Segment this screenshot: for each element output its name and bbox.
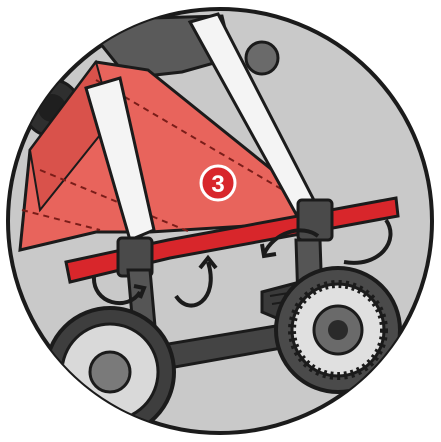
step-number: 3 bbox=[211, 171, 224, 198]
hinge-knob bbox=[246, 42, 278, 74]
step-badge: 3 bbox=[201, 166, 235, 200]
